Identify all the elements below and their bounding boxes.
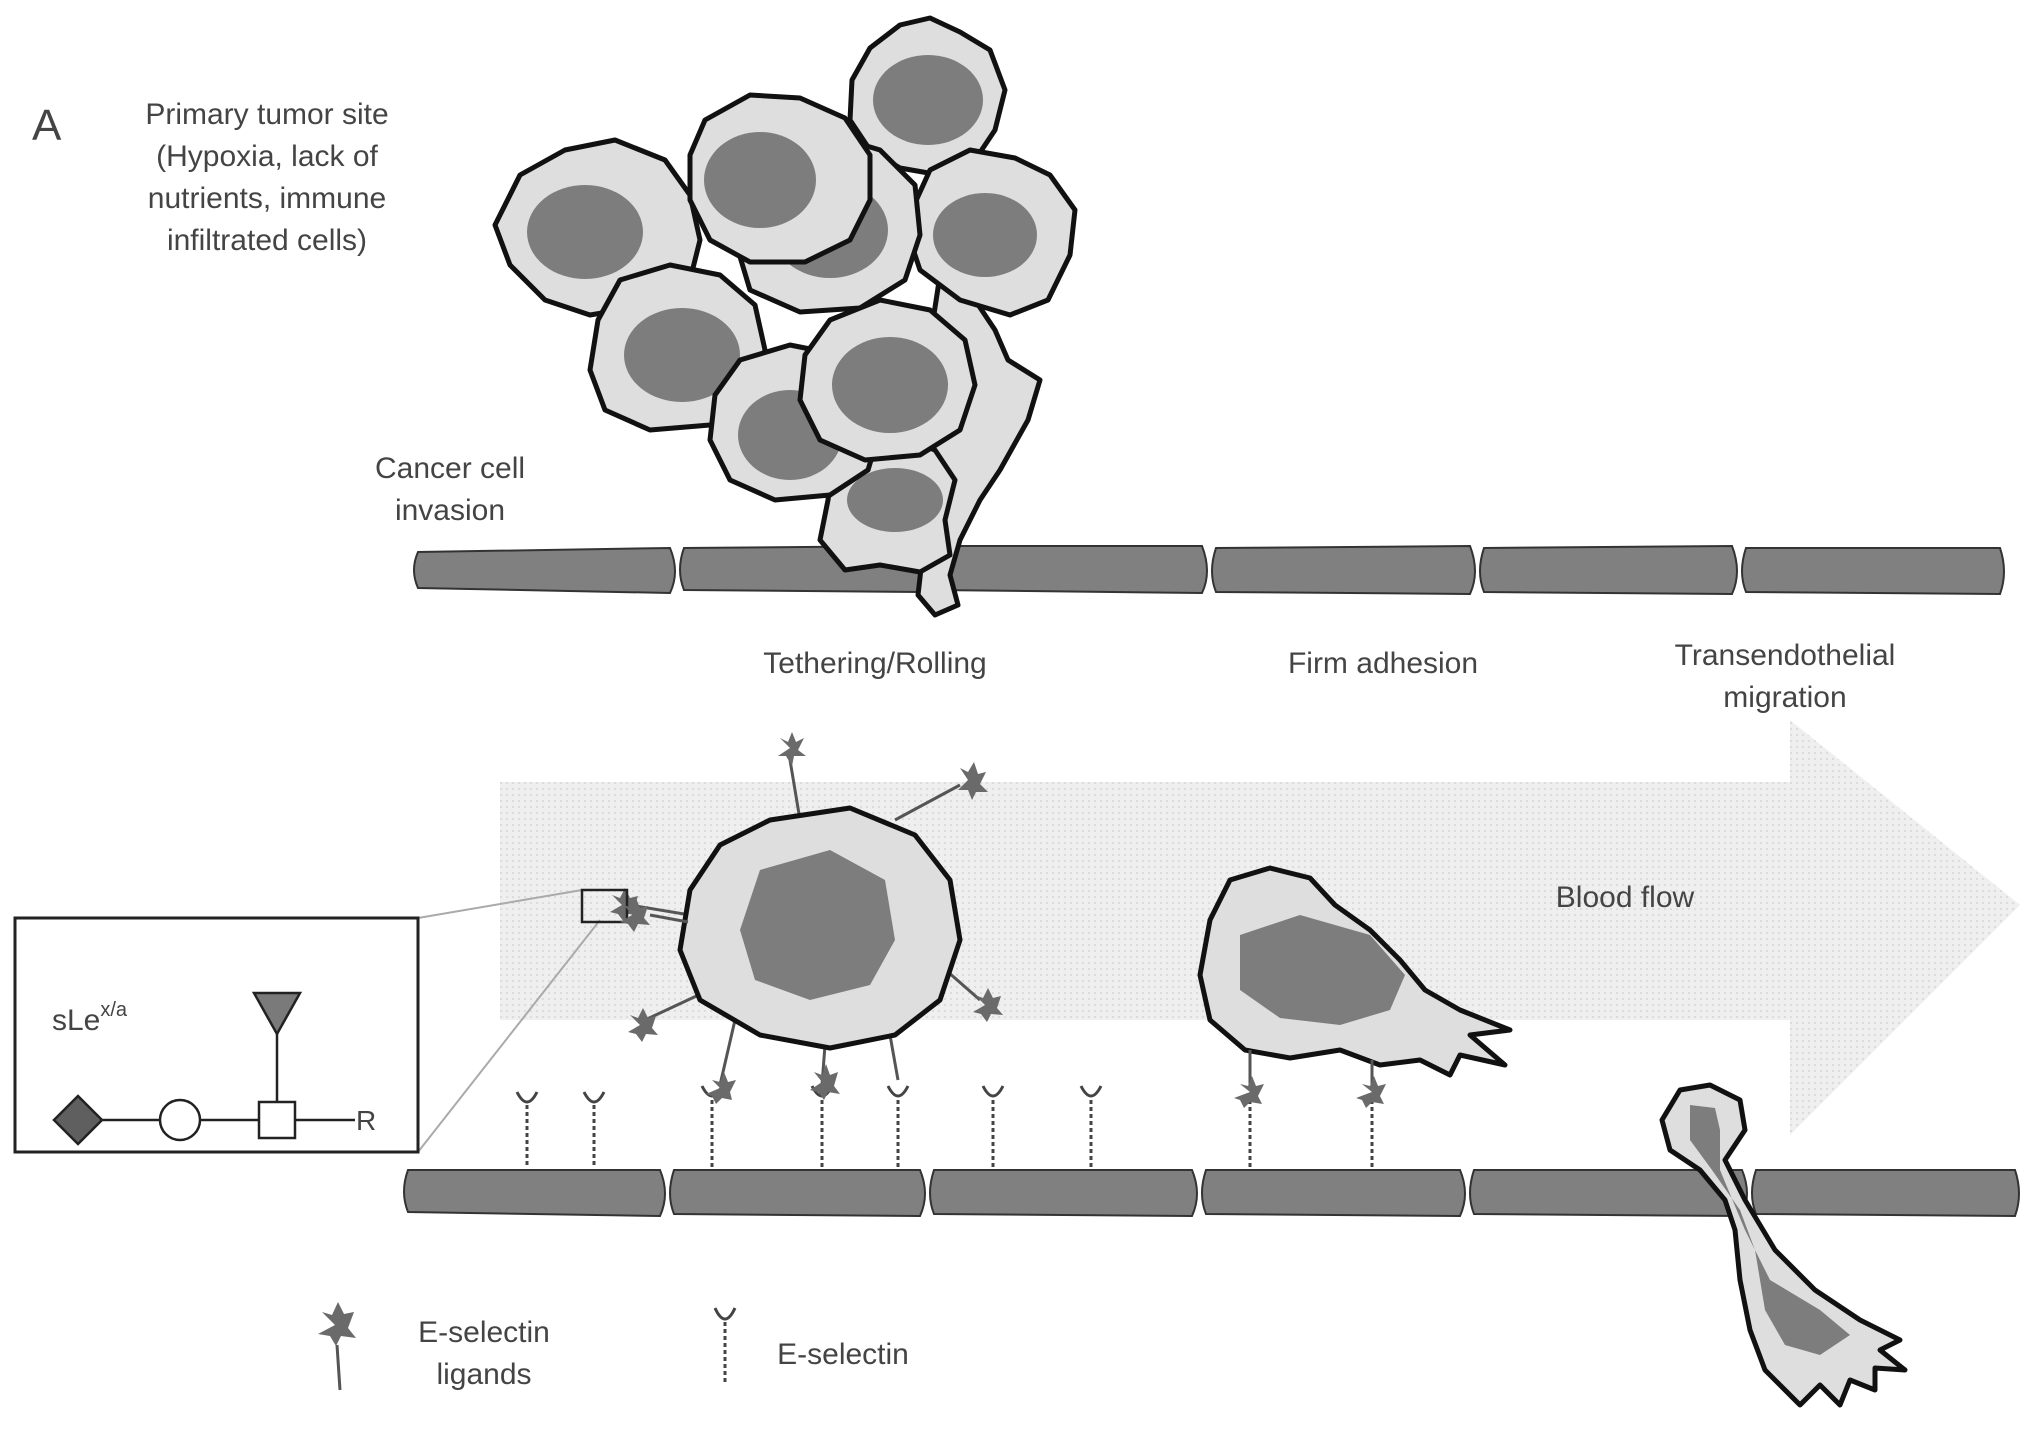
- galactose-circle: [158, 1098, 202, 1142]
- firm-adhesion-cell: [1197, 865, 1513, 1108]
- zoom-lines: [417, 889, 601, 1153]
- legend-ligand-icon: [318, 1302, 356, 1391]
- svg-text:(Hypoxia, lack of: (Hypoxia, lack of: [156, 140, 378, 173]
- tumor-cluster: [492, 15, 1078, 618]
- panel-letter: A: [32, 101, 62, 150]
- legend-selectin-icon: [713, 1307, 737, 1385]
- e-selectin-receptor: [981, 1085, 1005, 1168]
- svg-text:infiltrated cells): infiltrated cells): [167, 224, 367, 257]
- transendothelial-label: Transendothelial migration: [1675, 639, 1896, 714]
- rolling-cell: [610, 732, 1003, 1104]
- sialic-acid-diamond: [52, 1094, 104, 1146]
- e-selectin-receptor: [810, 1085, 834, 1168]
- r-label: R: [356, 1105, 376, 1136]
- svg-text:migration: migration: [1723, 681, 1846, 714]
- zoom-ligand: [620, 898, 650, 932]
- blood-flow-label: Blood flow: [1556, 881, 1695, 914]
- legend-selectin-label: E-selectin: [777, 1338, 909, 1371]
- e-selectin-receptor: [1079, 1085, 1103, 1168]
- svg-text:Cancer cell: Cancer cell: [375, 452, 525, 485]
- glcnac-square: [257, 1100, 297, 1140]
- e-selectin-receptor: [582, 1091, 606, 1168]
- sle-title: sLex/a: [52, 999, 128, 1037]
- zoom-source-box: [580, 888, 629, 924]
- svg-text:ligands: ligands: [436, 1358, 531, 1391]
- tethering-label: Tethering/Rolling: [763, 647, 986, 680]
- invasion-label: Cancer cell invasion: [375, 452, 525, 527]
- e-selectin-receptor: [515, 1091, 539, 1168]
- svg-text:Primary tumor site: Primary tumor site: [145, 98, 388, 131]
- svg-text:invasion: invasion: [395, 494, 505, 527]
- legend-ligands-label: E-selectin ligands: [418, 1316, 550, 1391]
- top-endothelium: [413, 544, 2005, 596]
- svg-text:Transendothelial: Transendothelial: [1675, 639, 1896, 672]
- firm-adhesion-label: Firm adhesion: [1288, 647, 1478, 680]
- svg-text:nutrients, immune: nutrients, immune: [148, 182, 386, 215]
- bottom-endothelium: [403, 1169, 2020, 1218]
- svg-text:E-selectin: E-selectin: [418, 1316, 550, 1349]
- migrating-cell: [1659, 1082, 1908, 1408]
- fucose-triangle: [251, 991, 303, 1037]
- primary-tumor-label: Primary tumor site (Hypoxia, lack of nut…: [145, 98, 388, 257]
- e-selectin-receptor: [886, 1085, 910, 1168]
- sle-inset: [13, 916, 420, 1154]
